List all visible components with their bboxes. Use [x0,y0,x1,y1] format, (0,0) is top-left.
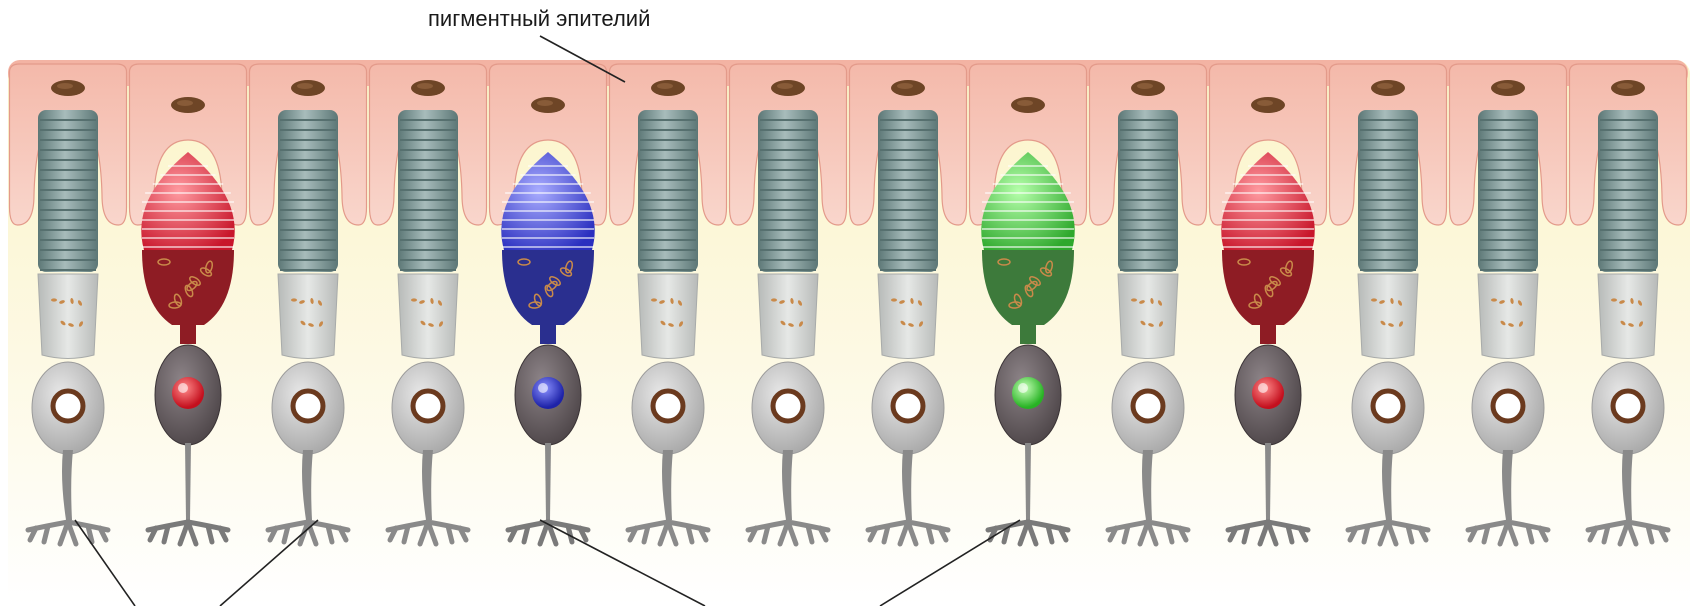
epithelium-nucleus-highlight [897,83,913,89]
epithelium-nucleus-highlight [177,100,193,106]
epithelium-nucleus-highlight [297,83,313,89]
cone-neck [1020,322,1036,344]
rod-mitochondrion [771,298,777,301]
cone-nucleus-highlight [1258,383,1268,393]
rod-nucleus [1613,391,1643,421]
epithelium-nucleus-highlight [1497,83,1513,89]
rod-inner-segment [1478,274,1538,359]
cone-neck [540,322,556,344]
cone-neck [180,322,196,344]
cone-nucleus [1252,377,1284,409]
cone-nucleus-highlight [178,383,188,393]
cone-nucleus-highlight [538,383,548,393]
cone-axon [185,443,191,520]
cone-nucleus [172,377,204,409]
rod-inner-segment [878,274,938,359]
rod-nucleus [653,391,683,421]
cone-nucleus [532,377,564,409]
cone-axon [1265,443,1271,520]
epithelium-nucleus-highlight [537,100,553,106]
epithelium-nucleus-highlight [1617,83,1633,89]
epithelium-nucleus-highlight [1377,83,1393,89]
rod-nucleus [1493,391,1523,421]
rod-inner-segment [1598,274,1658,359]
epithelium-nucleus-highlight [777,83,793,89]
rod-nucleus [53,391,83,421]
epithelium-nucleus-highlight [1017,100,1033,106]
rod-inner-segment [38,274,98,359]
label-pigment-epithelium: пигментный эпителий [428,6,650,32]
cone-axon [1025,443,1031,520]
rod-mitochondrion [1371,298,1377,301]
rod-mitochondrion [651,298,657,301]
rod-inner-segment [398,274,458,359]
epithelium-nucleus-highlight [1137,83,1153,89]
epithelium-nucleus-highlight [417,83,433,89]
rod-nucleus [1373,391,1403,421]
rod-nucleus [413,391,443,421]
rod-mitochondrion [1611,298,1617,301]
rod-inner-segment [1358,274,1418,359]
cone-nucleus-highlight [1018,383,1028,393]
rod-mitochondrion [1131,298,1137,301]
epithelium-nucleus-highlight [657,83,673,89]
rod-mitochondrion [891,298,897,301]
rod-mitochondrion [411,298,417,301]
rod-nucleus [1133,391,1163,421]
rod-nucleus [293,391,323,421]
rod-nucleus [893,391,923,421]
rod-mitochondrion [1491,298,1497,301]
rod-inner-segment [1118,274,1178,359]
rod-inner-segment [278,274,338,359]
cone-neck [1260,322,1276,344]
rod-mitochondrion [51,298,57,301]
rod-inner-segment [638,274,698,359]
epithelium-nucleus-highlight [57,83,73,89]
rod-nucleus [773,391,803,421]
rod-inner-segment [758,274,818,359]
rod-mitochondrion [291,298,297,301]
epithelium-nucleus-highlight [1257,100,1273,106]
cone-nucleus [1012,377,1044,409]
cone-axon [545,443,551,520]
